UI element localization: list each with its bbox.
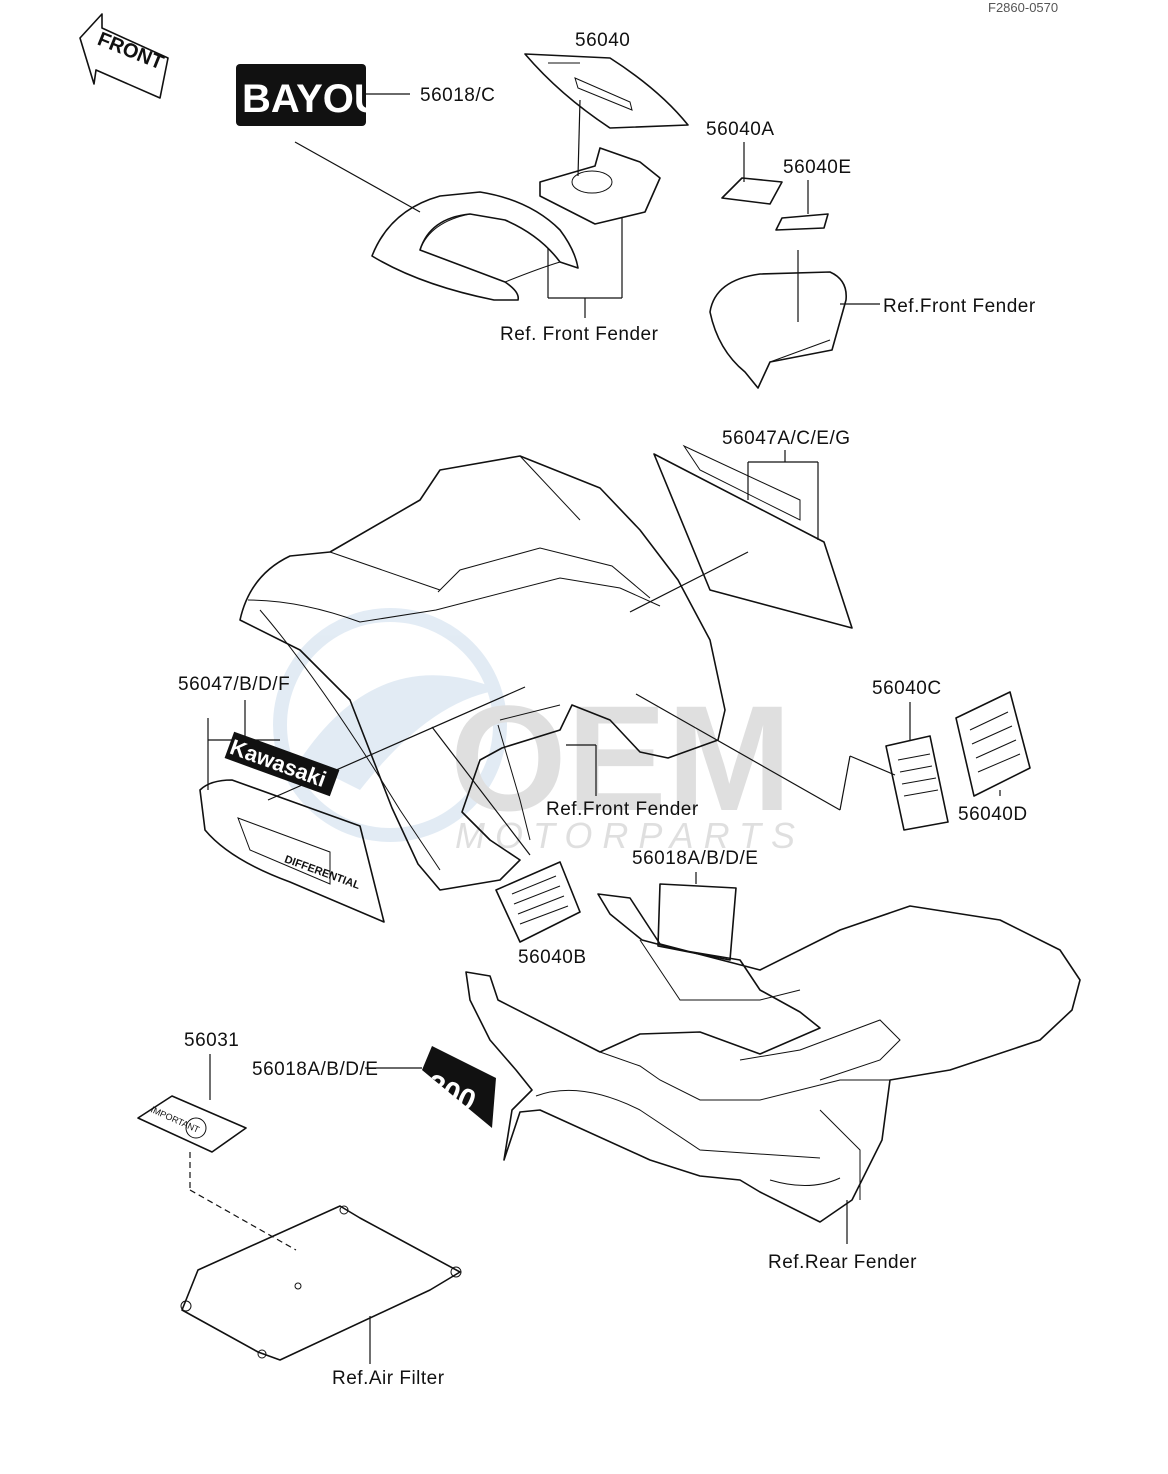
watermark-brand: OEM <box>450 674 792 842</box>
label-56040c: 56040C <box>872 678 942 699</box>
side-panel-decal-right <box>653 444 853 629</box>
decal-56040 <box>524 53 689 129</box>
decal-300: 300 <box>421 1046 496 1128</box>
label-ref-front-fender-1: Ref. Front Fender <box>500 324 659 345</box>
important-decal-text: IMPORTANT <box>149 1104 201 1135</box>
decal-56040e <box>775 213 829 231</box>
decal-56040d <box>955 691 1031 797</box>
front-arrow-label: FRONT <box>94 28 166 74</box>
label-ref-rear-fender: Ref.Rear Fender <box>768 1252 917 1273</box>
label-56040: 56040 <box>575 30 630 51</box>
air-filter-cover <box>180 1205 462 1361</box>
tank-cover-plate <box>539 147 661 225</box>
label-56018c: 56018/C <box>420 85 495 106</box>
label-56040b: 56040B <box>518 947 587 968</box>
label-56047bdf: 56047/B/D/F <box>178 674 290 695</box>
label-56040e: 56040E <box>783 157 852 178</box>
decal-56040a <box>721 177 783 205</box>
decal-56018abde-plate <box>657 883 737 961</box>
label-ref-front-fender-3: Ref.Front Fender <box>546 799 699 820</box>
decal-56040b <box>495 861 581 943</box>
figure-code: F2860-0570 <box>988 0 1058 15</box>
front-fender-body <box>239 455 726 891</box>
label-56040d: 56040D <box>958 804 1028 825</box>
small-fender-part <box>709 271 847 389</box>
label-56040a: 56040A <box>706 119 775 140</box>
front-arrow-icon: FRONT <box>79 13 169 99</box>
watermark: OEM MOTORPARTS <box>273 608 805 856</box>
label-56031: 56031 <box>184 1030 239 1051</box>
watermark-globe-swoosh <box>300 675 500 790</box>
label-ref-front-fender-2: Ref.Front Fender <box>883 296 1036 317</box>
differential-decal-text: DIFFERENTIAL <box>283 854 362 893</box>
label-56018abde-1: 56018A/B/D/E <box>632 848 758 869</box>
watermark-globe-icon <box>273 608 507 842</box>
decal-56031: IMPORTANT <box>137 1095 247 1153</box>
bayou-decal-text: BAYOU <box>242 77 383 121</box>
watermark-sub: MOTORPARTS <box>455 815 805 856</box>
front-fender-cowl <box>371 191 579 301</box>
label-ref-air-filter: Ref.Air Filter <box>332 1368 445 1389</box>
label-56047aceg: 56047A/C/E/G <box>722 428 851 449</box>
rear-fender-body <box>465 893 1081 1223</box>
bayou-decal: BAYOU <box>236 64 383 126</box>
decal-56040c <box>885 735 949 831</box>
label-56018abde-2: 56018A/B/D/E <box>252 1059 378 1080</box>
